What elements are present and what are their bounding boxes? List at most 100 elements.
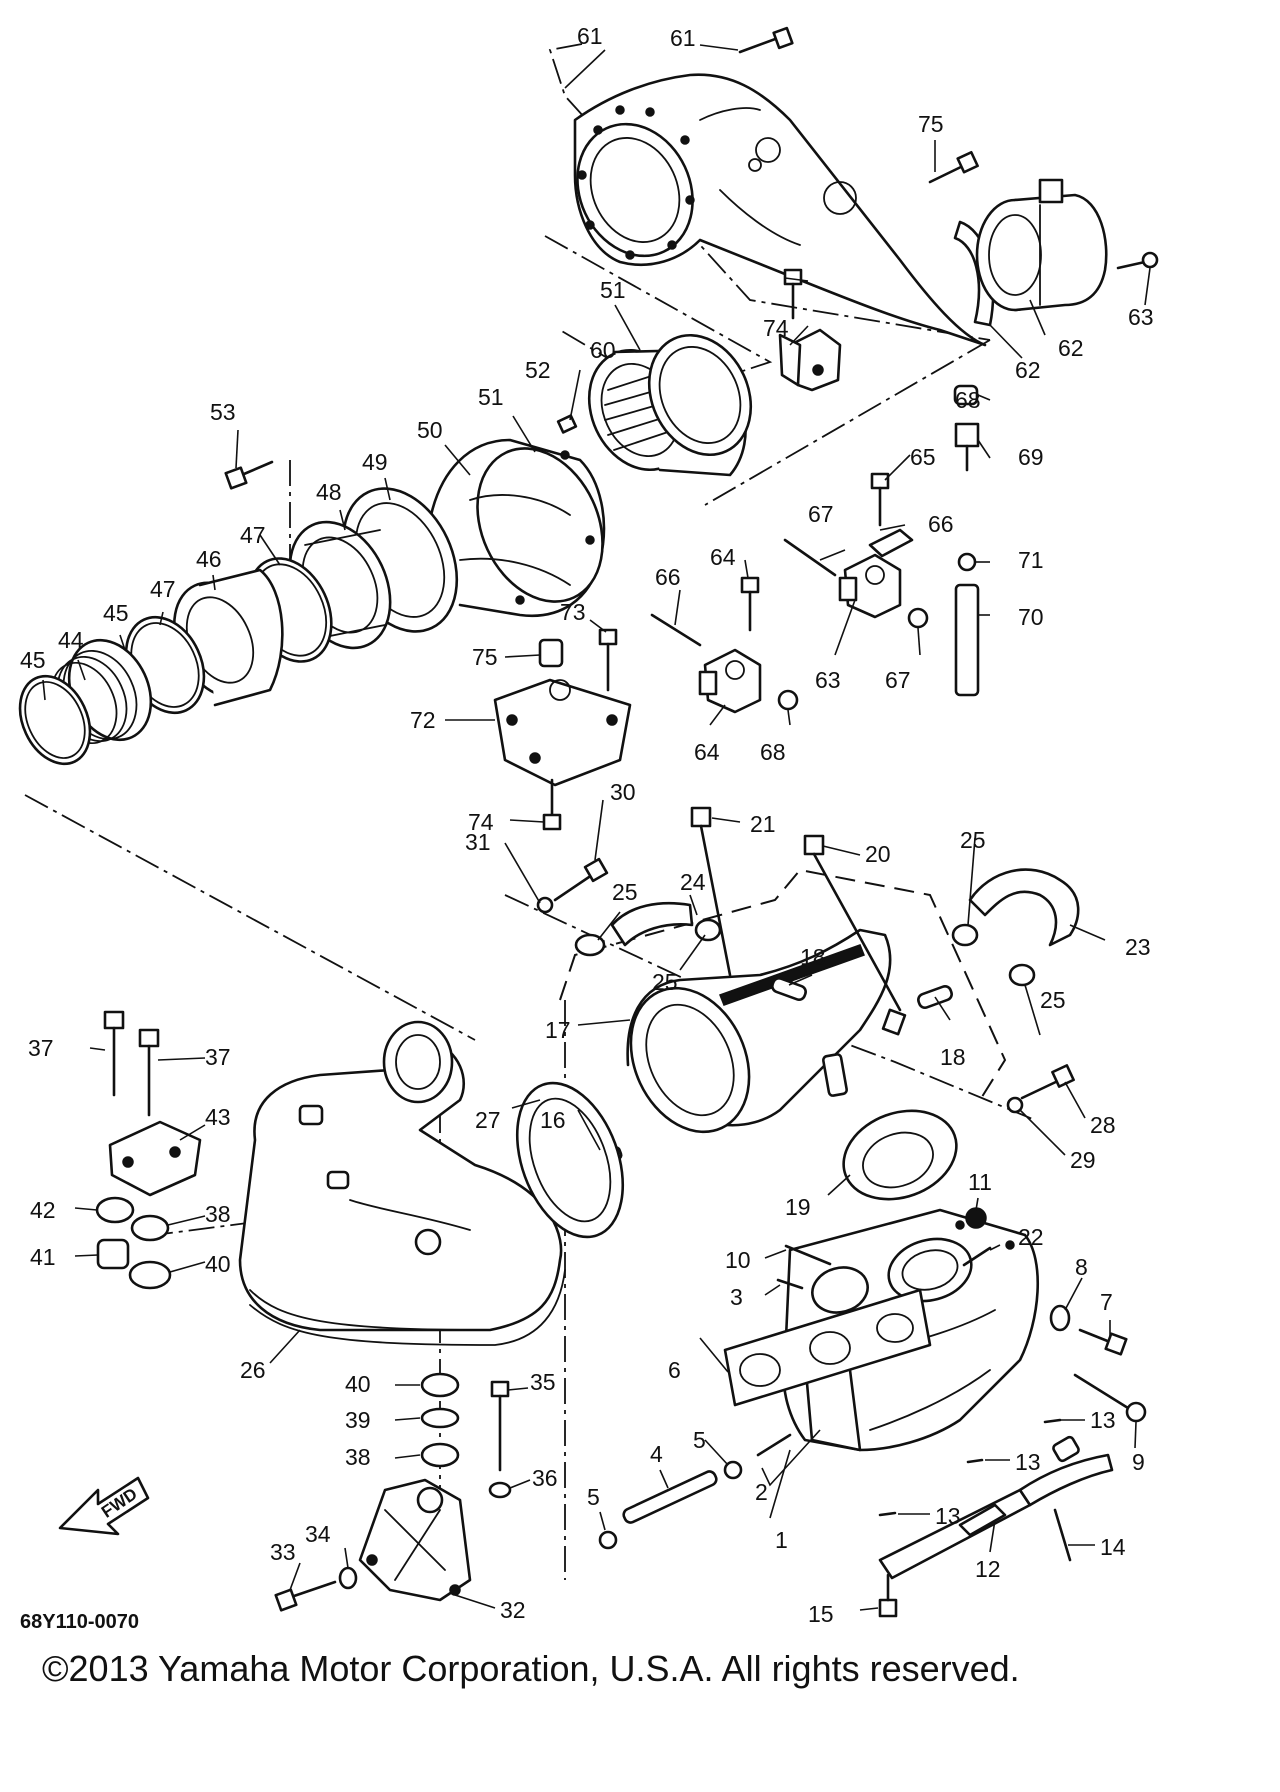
part-56-bolt bbox=[699, 26, 794, 54]
callout-67: 70 bbox=[1018, 604, 1044, 630]
callout-28: 28 bbox=[1090, 1112, 1116, 1138]
callout-65: 68 bbox=[955, 387, 981, 413]
callout-13-a: 13 bbox=[1090, 1407, 1116, 1433]
callout-62-a: 67 bbox=[808, 501, 834, 527]
callout-22: 22 bbox=[1018, 1224, 1044, 1250]
part-25-clamp-a bbox=[574, 933, 606, 957]
callout-29: 29 bbox=[1070, 1147, 1096, 1173]
part-66-fitting bbox=[954, 422, 980, 472]
callout-45-a: 45 bbox=[103, 600, 129, 626]
part-37-bolt-a bbox=[103, 1010, 125, 1097]
callout-66: 69 bbox=[1018, 444, 1044, 470]
callout-49: 49 bbox=[362, 449, 388, 475]
callout-2: 2 bbox=[755, 1479, 768, 1505]
part-10-stud bbox=[784, 1244, 832, 1266]
callout-58: 62 bbox=[1058, 335, 1084, 361]
part-2-stud bbox=[756, 1433, 792, 1457]
part-33-bolt bbox=[274, 1580, 337, 1612]
callout-62-b: 66 bbox=[655, 564, 681, 590]
part-64-plate bbox=[868, 528, 914, 558]
callout-25-a: 25 bbox=[612, 879, 638, 905]
callout-27: 27 bbox=[475, 1107, 501, 1133]
part-29-washer bbox=[1006, 1096, 1024, 1114]
callout-30: 30 bbox=[610, 779, 636, 805]
callout-51-a: 51 bbox=[600, 277, 626, 303]
callout-54: 60 bbox=[590, 337, 616, 363]
callout-1: 1 bbox=[775, 1527, 788, 1553]
part-60-mount-b bbox=[838, 553, 902, 619]
copyright-notice: ©2013 Yamaha Motor Corporation, U.S.A. A… bbox=[42, 1648, 1020, 1689]
callout-4: 4 bbox=[650, 1441, 663, 1467]
callout-51-b: 51 bbox=[478, 384, 504, 410]
part-20-bolt bbox=[803, 834, 902, 1012]
callout-43: 43 bbox=[205, 1104, 231, 1130]
part-23-hose bbox=[968, 868, 1080, 947]
part-25-clamp-c bbox=[951, 923, 979, 947]
part-27-gasket bbox=[515, 1081, 625, 1239]
part-15-bolt bbox=[878, 1573, 898, 1618]
part-9-bolt bbox=[1073, 1373, 1147, 1423]
callout-63-a: 67 bbox=[885, 667, 911, 693]
callout-48: 48 bbox=[316, 479, 342, 505]
callout-8: 8 bbox=[1075, 1254, 1088, 1280]
part-38-damper-a bbox=[130, 1214, 170, 1242]
callout-46: 46 bbox=[196, 546, 222, 572]
callout-68: 71 bbox=[1018, 547, 1044, 573]
callout-36: 36 bbox=[532, 1465, 558, 1491]
part-26-muffler bbox=[238, 1020, 566, 1346]
part-58-duct bbox=[975, 178, 1108, 312]
callout-23: 23 bbox=[1125, 934, 1151, 960]
callout-56: 61 bbox=[670, 25, 696, 51]
part-73-bracket bbox=[778, 328, 842, 392]
callout-10: 10 bbox=[725, 1247, 751, 1273]
part-39-washer bbox=[420, 1407, 460, 1429]
callout-35: 35 bbox=[530, 1369, 556, 1395]
callout-57: 62 bbox=[1015, 357, 1041, 383]
part-61-bolt-b bbox=[870, 472, 890, 527]
callout-53: 53 bbox=[210, 399, 236, 425]
part-18-pin-a bbox=[771, 976, 807, 1002]
callout-16: 16 bbox=[540, 1107, 566, 1133]
callout-71: 74 bbox=[468, 809, 494, 835]
part-19-gasket bbox=[842, 1109, 958, 1201]
part-25-clamp-b bbox=[694, 918, 722, 942]
part-61-bolt-a bbox=[740, 576, 760, 632]
callout-39: 39 bbox=[345, 1407, 371, 1433]
part-32-bracket bbox=[358, 1478, 472, 1602]
part-65-cap bbox=[953, 384, 979, 406]
part-3-stud bbox=[776, 1278, 804, 1290]
callout-47-a: 47 bbox=[240, 522, 266, 548]
part-31-washer bbox=[536, 896, 554, 914]
part-17-exhaust-chamber bbox=[626, 928, 907, 1134]
part-50-housing bbox=[428, 438, 606, 618]
dashed-assembly-box bbox=[559, 868, 1007, 1101]
callout-63-b: 68 bbox=[760, 739, 786, 765]
callout-labels: 61 61 75 74 63 62 62 51 60 52 51 50 49 4… bbox=[20, 23, 1154, 1633]
part-60-mount-a bbox=[698, 648, 762, 714]
callout-15: 15 bbox=[808, 1601, 834, 1627]
part-62-stud-a bbox=[650, 613, 702, 647]
callout-52: 52 bbox=[525, 357, 551, 383]
callout-37-a: 37 bbox=[28, 1035, 54, 1061]
part-72-collar bbox=[538, 638, 564, 668]
callout-7: 7 bbox=[1100, 1289, 1113, 1315]
callout-40-a: 40 bbox=[205, 1251, 231, 1277]
callout-9: 9 bbox=[1132, 1449, 1145, 1475]
part-6-gasket bbox=[723, 1288, 932, 1407]
callout-12: 12 bbox=[975, 1556, 1001, 1582]
callout-25-d: 25 bbox=[1040, 987, 1066, 1013]
part-51-gasket-a bbox=[647, 333, 753, 457]
part-38-damper-b bbox=[420, 1442, 460, 1468]
part-14-pin bbox=[1053, 1508, 1072, 1562]
callout-41: 41 bbox=[30, 1244, 56, 1270]
callout-24: 24 bbox=[680, 869, 706, 895]
part-13-screw-a bbox=[1043, 1418, 1062, 1424]
callout-19: 19 bbox=[785, 1194, 811, 1220]
part-53-bolt bbox=[224, 460, 274, 490]
part-8-washer bbox=[1049, 1304, 1071, 1332]
part-40-damper-a bbox=[128, 1260, 172, 1290]
callout-50: 50 bbox=[417, 417, 443, 443]
part-43-plate bbox=[108, 1120, 202, 1197]
part-34-washer bbox=[338, 1566, 358, 1590]
callout-60-a: 63 bbox=[815, 667, 841, 693]
